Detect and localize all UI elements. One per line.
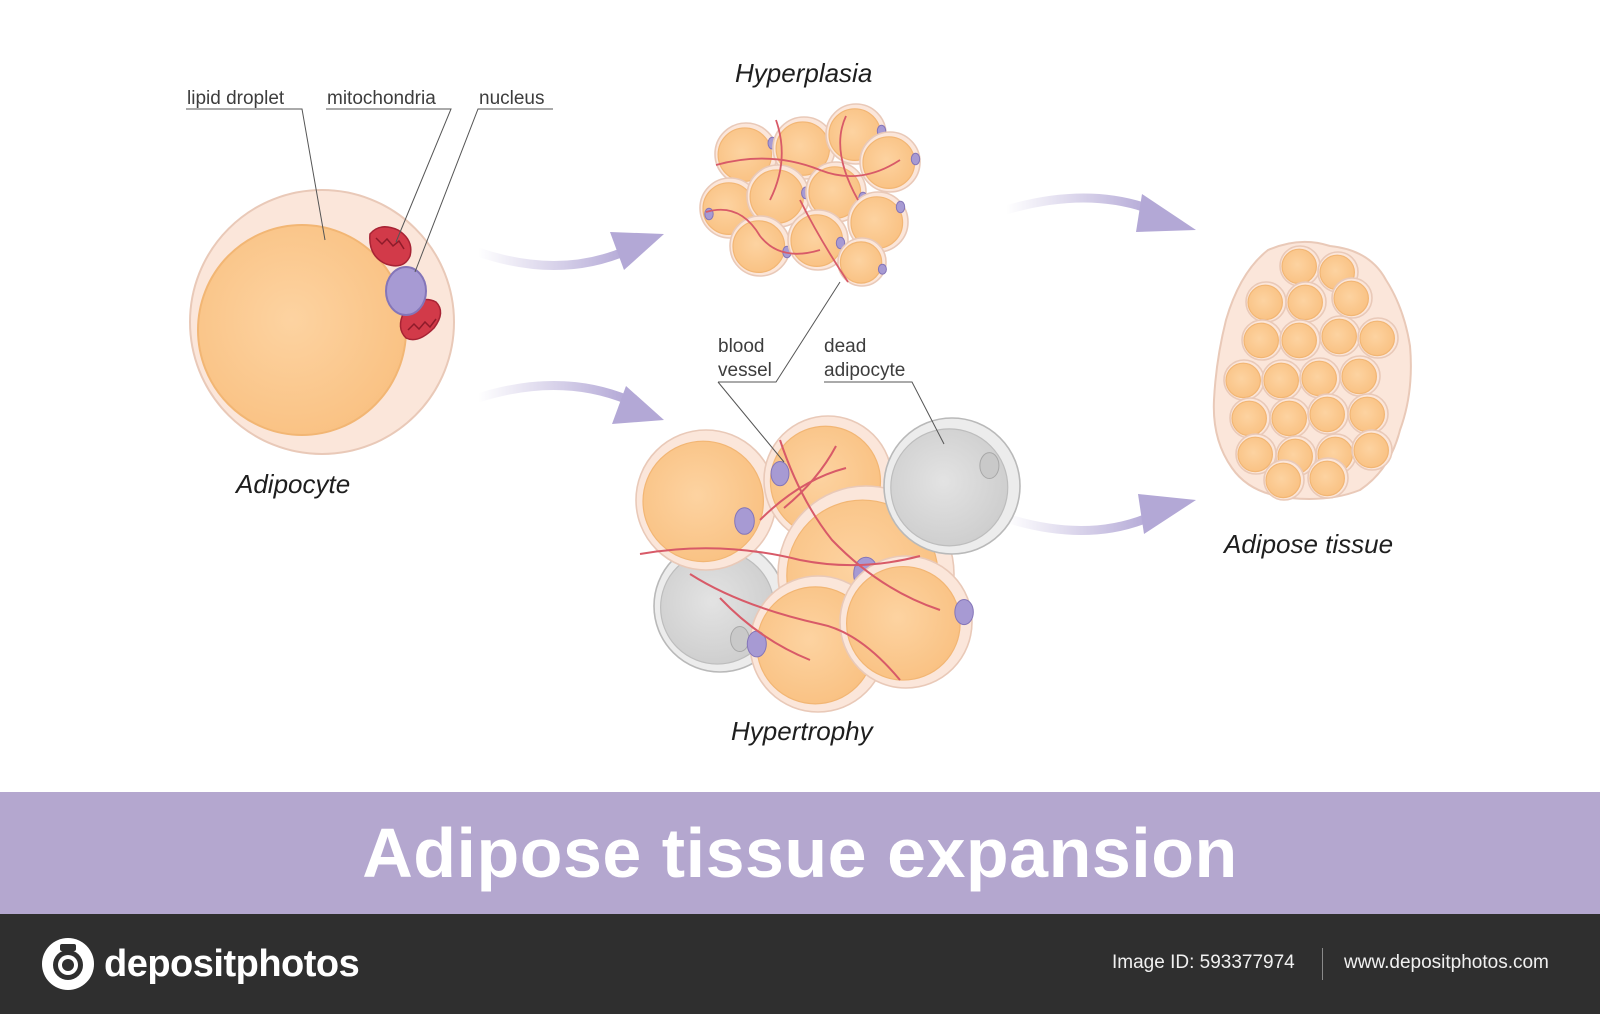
adipocyte-cell xyxy=(847,191,909,253)
dead-adipocyte-label-line2: adipocyte xyxy=(824,360,905,381)
adipocyte-cell xyxy=(1351,429,1393,471)
adipocyte-cell xyxy=(635,429,777,571)
hyperplasia-title: Hyperplasia xyxy=(735,58,872,88)
footer-divider xyxy=(1322,948,1323,980)
adipocyte-cell xyxy=(1299,357,1341,399)
adipocyte-cell xyxy=(1279,245,1321,287)
arrow-to-hyperplasia xyxy=(473,232,664,270)
adipocyte-cell xyxy=(1307,393,1349,435)
mitochondria-label: mitochondria xyxy=(327,88,436,109)
adipocyte-cell xyxy=(1357,317,1399,359)
adipocyte-cell xyxy=(1347,393,1389,435)
adipose-expansion-diagram: lipid droplet mitochondria nucleus Adipo… xyxy=(186,58,1412,746)
adipocyte-cell xyxy=(729,215,792,277)
adipocyte-cell xyxy=(1263,459,1305,501)
brand-name: depositphotos xyxy=(104,942,360,985)
adipocyte-cell xyxy=(1269,397,1311,439)
adipocyte-cell xyxy=(1331,277,1373,319)
hypertrophy-label-leaders xyxy=(717,281,945,463)
adipocyte-cell xyxy=(1319,315,1361,357)
hypertrophy-cluster xyxy=(635,415,1021,713)
hyperplasia-blood-vessels xyxy=(705,115,901,283)
adipose-tissue-cells xyxy=(1223,245,1399,501)
adipocyte-cell xyxy=(746,164,811,228)
hypertrophy-title: Hypertrophy xyxy=(731,716,875,746)
adipocyte-label-leaders xyxy=(186,108,553,273)
image-id: Image ID: 593377974 xyxy=(1112,952,1295,973)
adipocyte-cell xyxy=(859,131,921,193)
hypertrophy-blood-vessels xyxy=(639,439,941,681)
adipocyte-cell xyxy=(1245,281,1287,323)
arrow-hyperplasia-to-tissue xyxy=(1001,193,1196,232)
adipocyte-cell xyxy=(1229,397,1271,439)
adipocyte-cell xyxy=(1285,281,1327,323)
nucleus xyxy=(385,266,427,316)
arrow-hypertrophy-to-tissue xyxy=(1001,494,1196,535)
dead-adipocyte-label-line1: dead xyxy=(824,336,866,357)
adipocyte-cell xyxy=(805,161,868,223)
camera-icon xyxy=(42,938,94,990)
arrow-to-hypertrophy xyxy=(473,381,664,424)
nucleus-label: nucleus xyxy=(479,88,545,109)
adipocyte-title: Adipocyte xyxy=(234,469,350,499)
blood-vessel-label-line2: vessel xyxy=(718,360,772,381)
adipose-tissue-title: Adipose tissue xyxy=(1222,529,1393,559)
adipocyte-cell xyxy=(837,237,887,287)
adipocyte-cell xyxy=(1307,457,1349,499)
site-url[interactable]: www.depositphotos.com xyxy=(1344,952,1549,973)
adipocyte-cell xyxy=(1339,355,1381,397)
adipocyte-cell xyxy=(1261,359,1303,401)
dead-adipocyte-cell xyxy=(883,417,1021,555)
adipocyte-cell xyxy=(189,189,455,455)
brand-logo[interactable]: depositphotos xyxy=(40,936,360,992)
main-title: Adipose tissue expansion xyxy=(362,814,1238,892)
hyperplasia-cluster xyxy=(699,103,921,287)
adipocyte-cell xyxy=(1223,359,1265,401)
adipose-tissue xyxy=(1212,240,1412,501)
adipocyte-cell xyxy=(1235,433,1277,475)
adipocyte-cell xyxy=(1241,319,1283,361)
lipid-droplet-label: lipid droplet xyxy=(187,88,285,109)
footer-bar: depositphotos Image ID: 593377974 www.de… xyxy=(0,914,1600,1014)
adipocyte-cell xyxy=(1279,319,1321,361)
adipocyte-cell xyxy=(839,555,974,689)
arrows xyxy=(473,193,1196,535)
blood-vessel-label-line1: blood xyxy=(718,336,765,357)
title-banner: Adipose tissue expansion xyxy=(0,792,1600,914)
